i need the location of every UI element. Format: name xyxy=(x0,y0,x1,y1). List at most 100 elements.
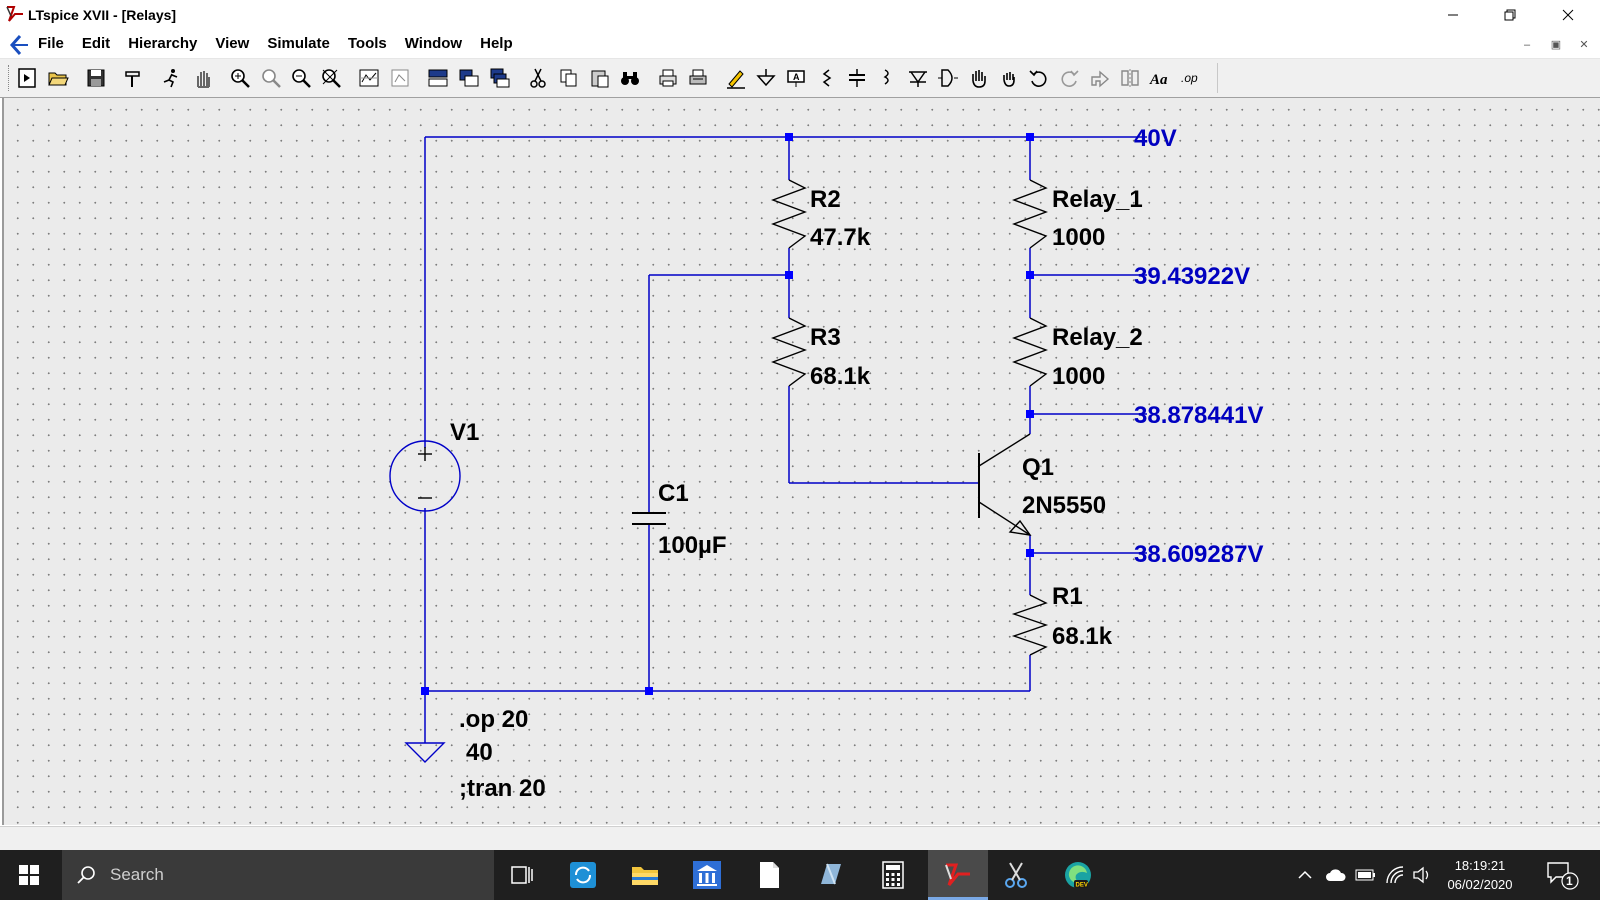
schematic-drawing[interactable]: 40V 39.43922V 38.878441V 38.609287V R2 4… xyxy=(4,98,1600,825)
restore-button[interactable] xyxy=(1482,0,1538,30)
minimize-button[interactable] xyxy=(1425,0,1481,30)
run-icon[interactable] xyxy=(160,67,182,89)
r1-value[interactable]: 68.1k xyxy=(1052,623,1113,650)
label-net-icon[interactable]: A xyxy=(785,67,807,89)
copy-icon[interactable] xyxy=(558,67,580,89)
calculator-icon[interactable] xyxy=(877,859,909,891)
volume-icon[interactable] xyxy=(1412,865,1432,885)
paste-icon[interactable] xyxy=(589,67,611,89)
resistor-icon[interactable] xyxy=(816,67,838,89)
wires[interactable] xyxy=(424,136,1147,743)
show-hidden-icons-chevron-icon[interactable] xyxy=(1297,867,1313,883)
component-icon[interactable] xyxy=(937,67,959,89)
r3-value[interactable]: 68.1k xyxy=(810,363,871,390)
menu-file[interactable]: File xyxy=(38,35,64,52)
pan-icon[interactable] xyxy=(260,67,282,89)
mirror-icon[interactable] xyxy=(1119,67,1141,89)
notepad-document-icon[interactable] xyxy=(753,859,785,891)
relay2-ref[interactable]: Relay_2 xyxy=(1052,324,1143,351)
transistor-q1[interactable] xyxy=(978,433,1032,536)
toolbar-grip[interactable] xyxy=(8,65,12,91)
relay1-value[interactable]: 1000 xyxy=(1052,224,1105,251)
cascade-icon[interactable] xyxy=(489,67,511,89)
ltspice-app-icon[interactable] xyxy=(5,4,25,24)
drag-hand-icon[interactable] xyxy=(998,67,1020,89)
task-view-icon[interactable] xyxy=(505,859,537,891)
print-setup-icon[interactable] xyxy=(687,67,709,89)
net-label-emitter[interactable]: 38.609287V xyxy=(1134,541,1263,568)
menu-edit[interactable]: Edit xyxy=(81,35,111,52)
text-icon[interactable]: Aa xyxy=(1149,67,1171,89)
menu-simulate[interactable]: Simulate xyxy=(267,35,330,52)
net-label-collector[interactable]: 38.878441V xyxy=(1134,402,1263,429)
resistor-r1[interactable] xyxy=(1011,594,1049,656)
save-icon[interactable] xyxy=(85,67,107,89)
open-folder-icon[interactable] xyxy=(47,67,69,89)
mdi-restore-button[interactable]: ▣ xyxy=(1550,39,1562,51)
mdi-close-button[interactable]: ✕ xyxy=(1579,39,1589,51)
draw-wire-pencil-icon[interactable] xyxy=(725,67,747,89)
bank-app-icon[interactable] xyxy=(691,859,723,891)
ground-icon[interactable] xyxy=(755,67,777,89)
taskbar-search-box[interactable]: Search xyxy=(62,850,494,900)
q1-value[interactable]: 2N5550 xyxy=(1022,492,1106,519)
redo-icon[interactable] xyxy=(1058,67,1080,89)
zoom-out-icon[interactable] xyxy=(290,67,312,89)
net-label-40v[interactable]: 40V xyxy=(1134,125,1177,152)
ground-symbol[interactable] xyxy=(404,742,446,763)
q1-ref[interactable]: Q1 xyxy=(1022,454,1054,481)
resistor-relay2[interactable] xyxy=(1012,317,1048,387)
tran-directive[interactable]: ;tran 20 xyxy=(459,775,546,802)
capacitor-c1[interactable] xyxy=(632,512,666,525)
mdi-minimize-button[interactable]: – xyxy=(1523,39,1531,51)
menu-hierarchy[interactable]: Hierarchy xyxy=(128,35,198,52)
windows-start-icon[interactable] xyxy=(19,865,39,885)
r1-ref[interactable]: R1 xyxy=(1052,583,1083,610)
glass-app-icon[interactable] xyxy=(815,859,847,891)
close-button[interactable] xyxy=(1540,0,1596,30)
wifi-icon[interactable] xyxy=(1385,865,1405,885)
edge-dev-icon[interactable]: DEV xyxy=(1062,859,1094,891)
menu-tools[interactable]: Tools xyxy=(347,35,387,52)
menu-view[interactable]: View xyxy=(215,35,250,52)
components[interactable] xyxy=(389,179,1049,763)
op-directive-line1[interactable]: .op 20 xyxy=(459,706,528,733)
file-explorer-icon[interactable] xyxy=(629,859,661,891)
halt-hand-icon[interactable] xyxy=(192,67,214,89)
op-directive-line2[interactable]: 40 xyxy=(466,739,493,766)
c1-value[interactable]: 100µF xyxy=(658,532,727,559)
v1-ref[interactable]: V1 xyxy=(450,419,479,446)
move-hand-icon[interactable] xyxy=(968,67,990,89)
print-icon[interactable] xyxy=(657,67,679,89)
outlook-sync-icon[interactable] xyxy=(567,859,599,891)
voltage-source-v1[interactable] xyxy=(389,440,461,512)
undo-icon[interactable] xyxy=(1028,67,1050,89)
battery-icon[interactable] xyxy=(1355,868,1377,882)
spice-netlist-icon[interactable] xyxy=(389,67,411,89)
tile-vertical-icon[interactable] xyxy=(458,67,480,89)
action-center-button[interactable]: 1 xyxy=(1546,860,1580,895)
r3-ref[interactable]: R3 xyxy=(810,324,841,351)
capacitor-icon[interactable] xyxy=(846,67,868,89)
relay1-ref[interactable]: Relay_1 xyxy=(1052,186,1143,213)
taskbar-ltspice-active[interactable] xyxy=(928,850,988,900)
diode-icon[interactable] xyxy=(907,67,929,89)
find-binoculars-icon[interactable] xyxy=(619,67,641,89)
resistor-r3[interactable] xyxy=(771,317,807,387)
snipping-tool-icon[interactable] xyxy=(1000,859,1032,891)
schematic-doc-icon[interactable] xyxy=(6,33,30,57)
onedrive-cloud-icon[interactable] xyxy=(1325,867,1347,883)
schematic-canvas[interactable]: 40V 39.43922V 38.878441V 38.609287V R2 4… xyxy=(2,98,1600,825)
inductor-icon[interactable] xyxy=(876,67,898,89)
resistor-r2[interactable] xyxy=(771,179,807,249)
resistor-relay1[interactable] xyxy=(1012,179,1048,249)
taskbar-clock[interactable]: 18:19:21 06/02/2020 xyxy=(1440,856,1520,894)
hammer-icon[interactable] xyxy=(122,67,144,89)
net-label-relay-mid[interactable]: 39.43922V xyxy=(1134,263,1250,290)
zoom-in-icon[interactable] xyxy=(229,67,251,89)
zoom-fit-icon[interactable] xyxy=(320,67,342,89)
rotate-icon[interactable] xyxy=(1089,67,1111,89)
r2-ref[interactable]: R2 xyxy=(810,186,841,213)
menu-help[interactable]: Help xyxy=(480,35,513,52)
spice-directive-icon[interactable]: .op xyxy=(1180,67,1202,89)
